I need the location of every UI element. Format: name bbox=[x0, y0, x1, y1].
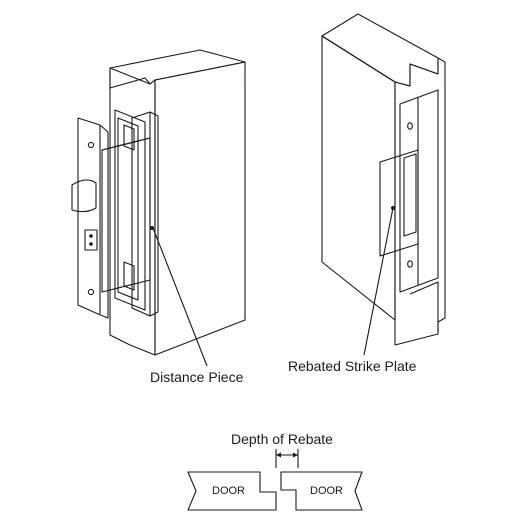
forend-screw-bottom bbox=[87, 288, 95, 296]
lock-bolt-slot bbox=[84, 229, 98, 251]
lock-mortice-recess bbox=[114, 109, 146, 311]
door-section-right bbox=[280, 471, 363, 511]
forend-screw-top bbox=[87, 141, 95, 149]
label-depth-of-rebate: Depth of Rebate bbox=[231, 431, 333, 447]
leader-distance-piece bbox=[152, 227, 208, 367]
frame-top-face bbox=[321, 13, 439, 87]
leader-strike-plate bbox=[363, 207, 394, 356]
frame-front-face bbox=[394, 57, 446, 346]
frame-with-strike bbox=[321, 13, 446, 346]
label-door-left: DOOR bbox=[212, 485, 245, 497]
lock-body-block bbox=[101, 137, 151, 293]
label-distance-piece: Distance Piece bbox=[150, 369, 244, 385]
lock-forend-plate bbox=[77, 117, 109, 319]
door-section-left bbox=[187, 471, 277, 511]
door-front-edge bbox=[109, 67, 156, 356]
latch-bolt bbox=[71, 179, 97, 213]
door-edge-with-lock bbox=[71, 49, 246, 356]
label-door-right: DOOR bbox=[310, 485, 343, 497]
strike-screw-top bbox=[407, 122, 413, 130]
door-side-face bbox=[154, 61, 246, 356]
strike-latch-opening bbox=[403, 153, 417, 237]
rebated-strike-plate bbox=[399, 89, 439, 293]
strike-screw-bottom bbox=[407, 260, 413, 268]
strike-lip bbox=[379, 149, 419, 257]
lock-case bbox=[117, 117, 139, 301]
label-rebated-strike-plate: Rebated Strike Plate bbox=[288, 358, 417, 374]
depth-dimension bbox=[275, 449, 299, 468]
door-top-face bbox=[109, 49, 246, 89]
frame-left-face bbox=[321, 35, 396, 321]
